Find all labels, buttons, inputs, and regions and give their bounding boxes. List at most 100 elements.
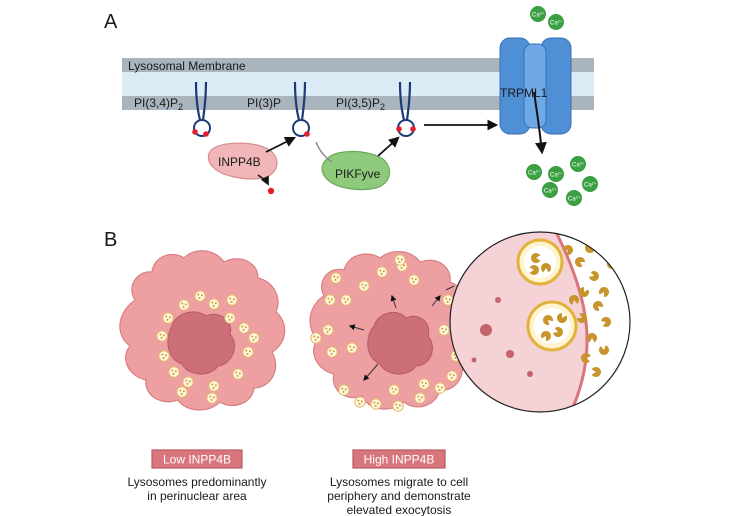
calcium-ion: Ca2+ bbox=[582, 176, 598, 192]
lipid-pi3p bbox=[292, 81, 310, 137]
cargo-particle bbox=[529, 265, 539, 276]
lysosome bbox=[330, 272, 342, 284]
low-inpp4b-badge: Low INPP4B bbox=[151, 449, 243, 469]
pikfyve-bridge bbox=[315, 141, 333, 163]
inpp4b-to-pi3p-arrow bbox=[265, 137, 296, 153]
exocytosed-cargo bbox=[529, 243, 617, 377]
low-caption-line-1: Lysosomes predominantly bbox=[128, 475, 267, 489]
lysosome bbox=[394, 254, 406, 266]
cargo-particle bbox=[599, 287, 610, 297]
lysosome bbox=[224, 312, 236, 324]
svg-text:Low INPP4B: Low INPP4B bbox=[163, 453, 231, 467]
cargo-particle bbox=[599, 345, 610, 355]
lysosome bbox=[338, 384, 350, 396]
pikfyve-enzyme bbox=[321, 150, 391, 191]
cargo-particle bbox=[589, 271, 600, 282]
cell-low-inpp4b bbox=[119, 250, 286, 411]
lysosome bbox=[326, 346, 338, 358]
cargo-particle bbox=[593, 300, 603, 311]
calcium-ion: Ca2+ bbox=[530, 6, 546, 22]
low-lysosome-group bbox=[156, 290, 260, 404]
calcium-ion: Ca2+ bbox=[526, 164, 542, 180]
lysosome bbox=[206, 392, 218, 404]
lysosome bbox=[434, 382, 446, 394]
cargo-particle bbox=[591, 367, 601, 377]
lysosome bbox=[354, 396, 366, 408]
cargo-particle bbox=[556, 313, 567, 324]
calcium-ion: Ca2+ bbox=[542, 182, 558, 198]
calcium-efflux-arrow bbox=[533, 91, 547, 155]
lysosome bbox=[242, 346, 254, 358]
calcium-ion: Ca2+ bbox=[570, 156, 586, 172]
lysosome bbox=[182, 376, 194, 388]
svg-text:Ca2+: Ca2+ bbox=[550, 19, 563, 27]
lysosome bbox=[226, 294, 238, 306]
lysosome bbox=[248, 332, 260, 344]
lysosome bbox=[346, 342, 358, 354]
lysosome bbox=[178, 299, 190, 311]
lysosome bbox=[392, 400, 404, 412]
svg-text:High INPP4B: High INPP4B bbox=[364, 453, 435, 467]
svg-text:Ca2+: Ca2+ bbox=[544, 187, 557, 195]
calcium-ion: Ca2+ bbox=[548, 166, 564, 182]
cargo-particle bbox=[577, 313, 588, 323]
high-caption-line-3: elevated exocytosis bbox=[347, 503, 452, 516]
lysosome bbox=[438, 324, 450, 336]
cargo-particle bbox=[553, 326, 564, 337]
lysosome bbox=[162, 312, 174, 324]
migration-arrows bbox=[348, 294, 441, 381]
panel-a-letter: A bbox=[104, 11, 118, 33]
lysosome bbox=[158, 350, 170, 362]
cargo-particle bbox=[581, 352, 591, 363]
svg-text:Ca2+: Ca2+ bbox=[568, 195, 581, 203]
svg-text:Ca2+: Ca2+ bbox=[532, 11, 545, 19]
cargo-particle bbox=[563, 245, 574, 255]
calcium-ions-lumen: Ca2+ Ca2+ bbox=[530, 6, 564, 30]
calcium-ions-cytosol: Ca2+ Ca2+ Ca2+ Ca2+ Ca2+ Ca2+ bbox=[526, 156, 598, 206]
enzyme-2-label: PIKFyve bbox=[335, 167, 381, 181]
cargo-particle bbox=[531, 253, 541, 263]
channel-label: TRPML1 bbox=[500, 86, 548, 100]
lysosome bbox=[408, 274, 420, 286]
lysosome bbox=[232, 368, 244, 380]
lysosome bbox=[324, 294, 336, 306]
cargo-particle bbox=[587, 333, 597, 343]
lysosome-fusing-2 bbox=[526, 300, 578, 352]
lipid-1-label: PI(3,4)P2 bbox=[134, 96, 183, 112]
calcium-ion: Ca2+ bbox=[566, 190, 582, 206]
membrane-label: Lysosomal Membrane bbox=[128, 59, 246, 73]
cargo-particle bbox=[569, 295, 579, 305]
high-caption-line-1: Lysosomes migrate to cell bbox=[330, 475, 468, 489]
lipid-pi35p2 bbox=[396, 81, 416, 137]
enzyme-1-label: INPP4B bbox=[218, 155, 261, 169]
zoom-connector bbox=[445, 285, 455, 291]
svg-text:Ca2+: Ca2+ bbox=[550, 171, 563, 179]
lysosome bbox=[446, 370, 458, 382]
lysosome bbox=[208, 298, 220, 310]
high-inpp4b-badge: High INPP4B bbox=[352, 449, 446, 469]
cargo-particle bbox=[601, 317, 611, 328]
lipid-pi34p2 bbox=[192, 81, 211, 137]
lysosome bbox=[310, 332, 322, 344]
trpml1-channel bbox=[499, 37, 572, 135]
lysosome bbox=[418, 378, 430, 390]
cargo-particle bbox=[541, 263, 552, 273]
lysosome bbox=[414, 392, 426, 404]
lipid-2-label: PI(3)P bbox=[247, 96, 281, 110]
calcium-ion: Ca2+ bbox=[548, 14, 564, 30]
lysosome bbox=[176, 386, 188, 398]
lysosome bbox=[340, 294, 352, 306]
svg-text:Ca2+: Ca2+ bbox=[584, 181, 597, 189]
lysosome bbox=[322, 324, 334, 336]
lysosome bbox=[388, 384, 400, 396]
cargo-particle bbox=[579, 287, 589, 298]
zoom-inset bbox=[450, 232, 630, 412]
lysosome bbox=[376, 266, 388, 278]
svg-text:Ca2+: Ca2+ bbox=[528, 169, 541, 177]
pikfyve-to-pi35p2-arrow bbox=[377, 136, 400, 157]
released-phosphate bbox=[267, 187, 275, 195]
cargo-particle bbox=[575, 257, 585, 268]
cargo-particle bbox=[543, 315, 553, 325]
cargo-particle bbox=[541, 331, 551, 341]
